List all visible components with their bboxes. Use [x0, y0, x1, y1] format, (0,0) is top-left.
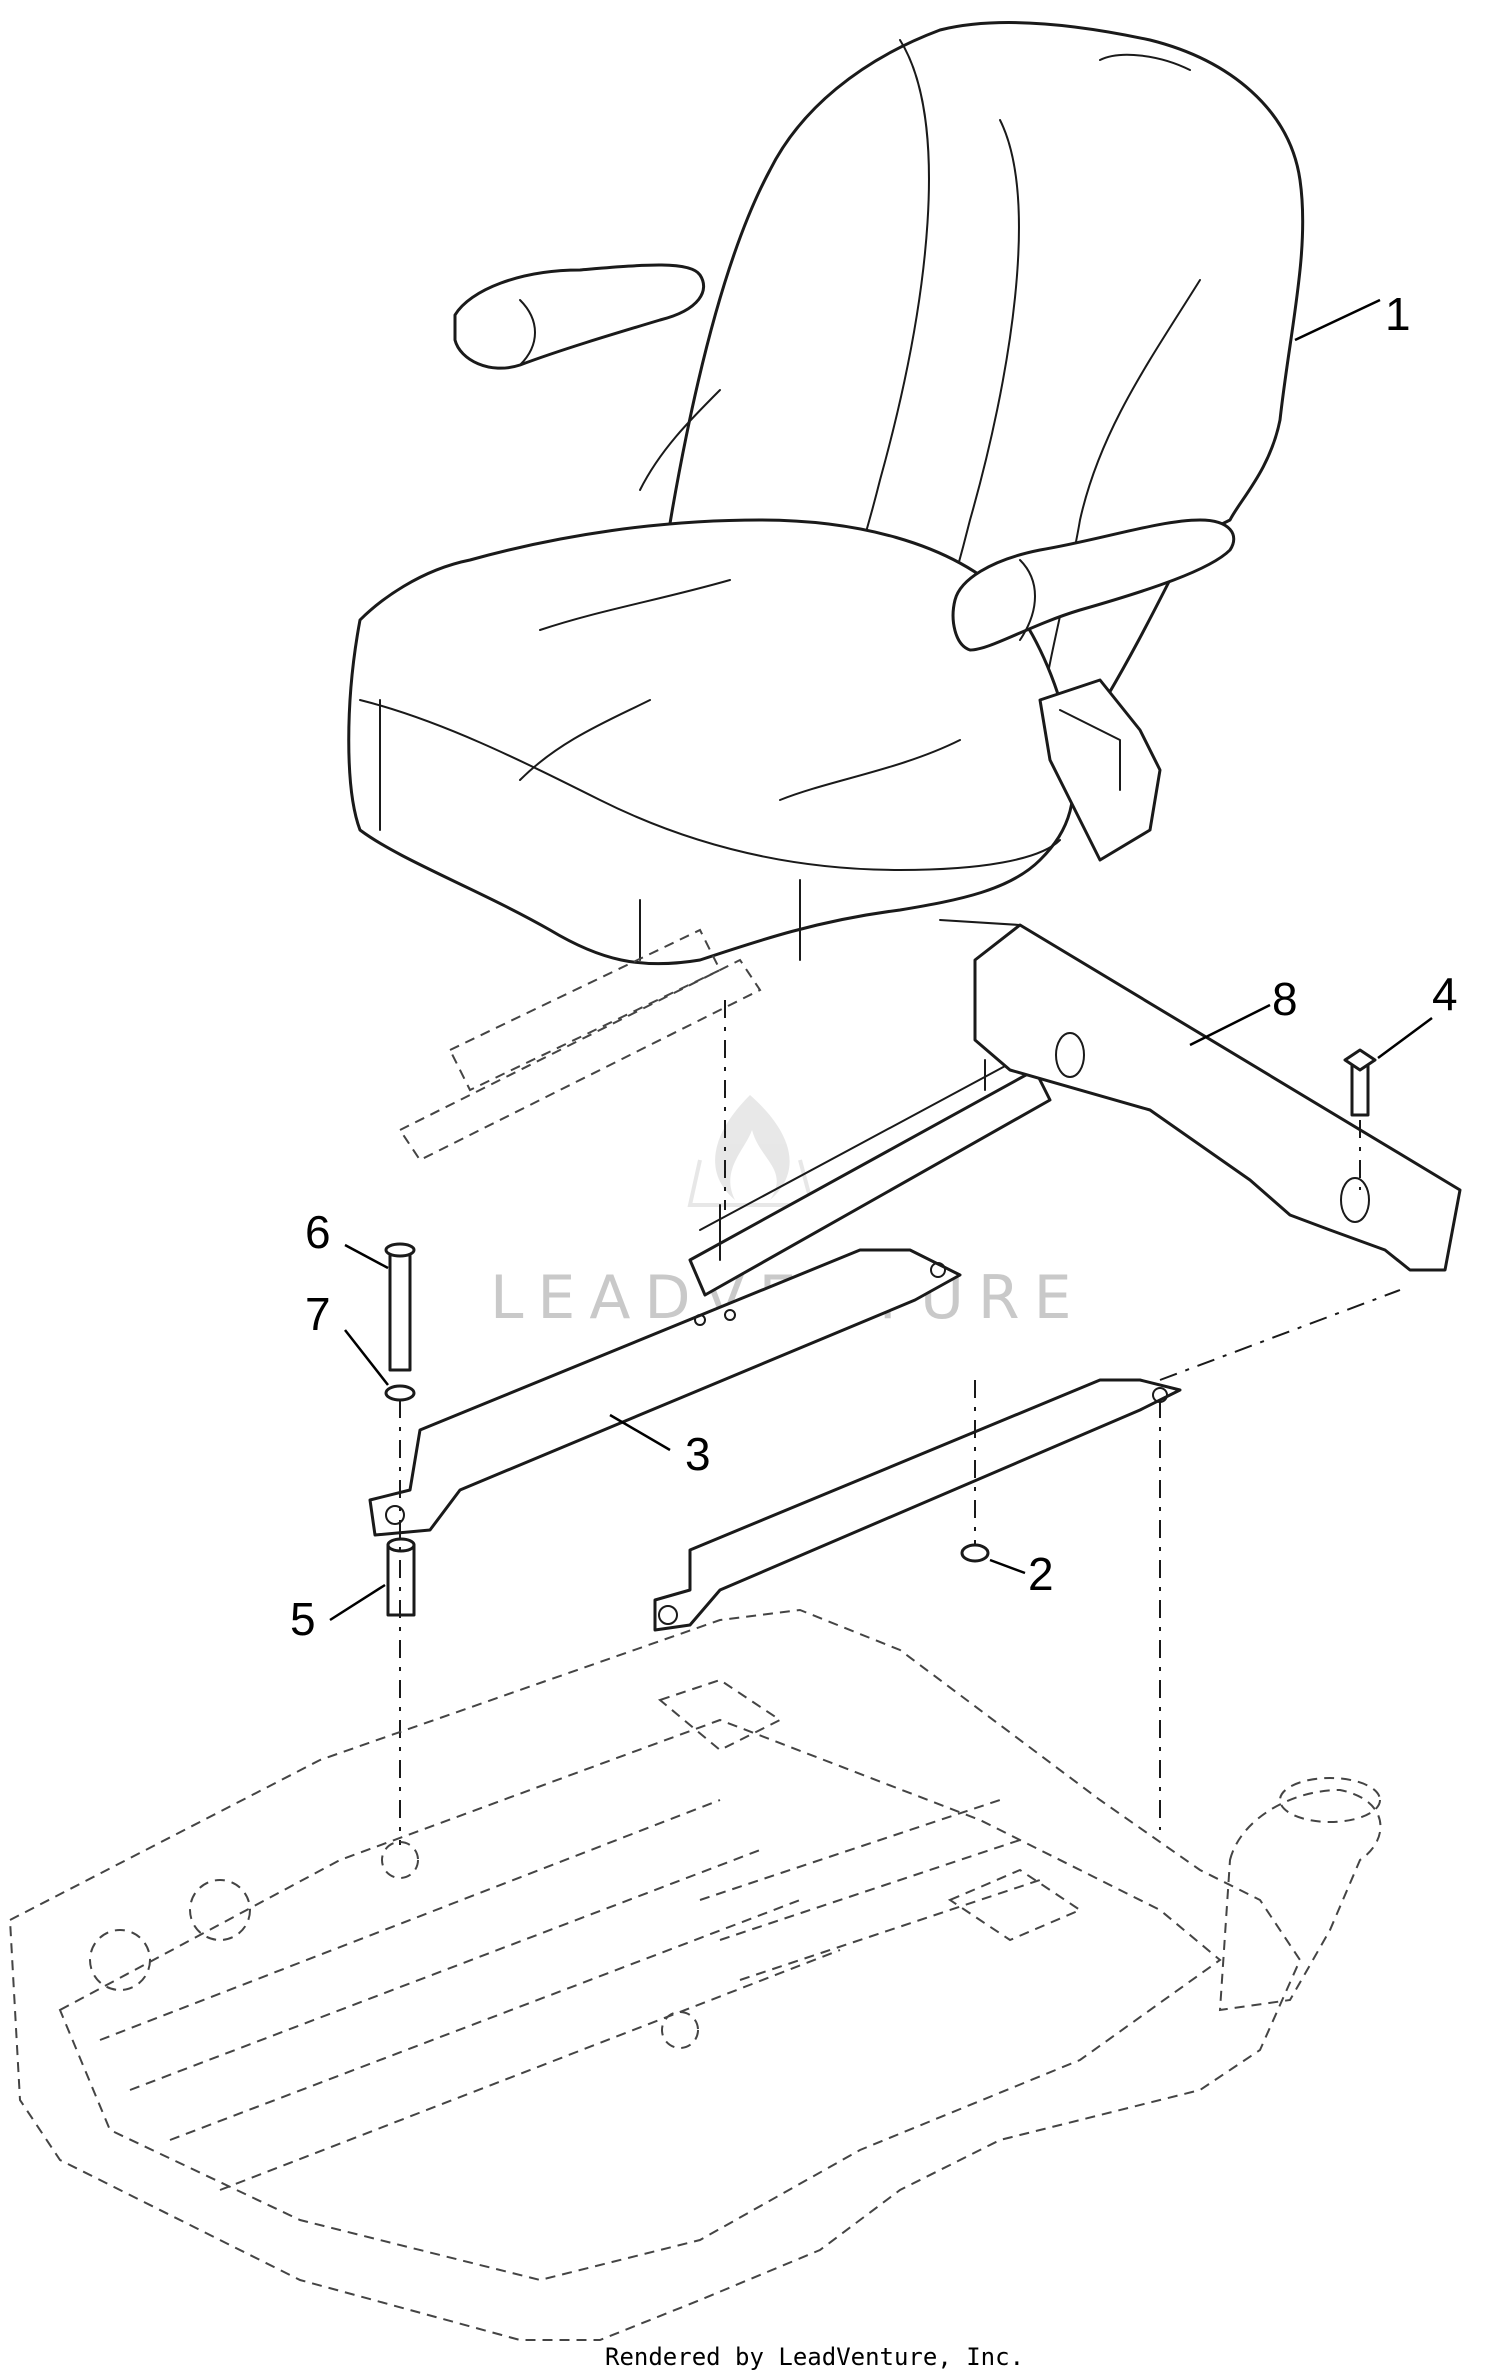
callout-7: 7	[305, 1288, 389, 1386]
callout-label-5: 5	[290, 1593, 316, 1645]
mounting-bracket-part-8	[939, 919, 1462, 1272]
callout-4: 4	[1377, 968, 1458, 1060]
nut-part-2	[960, 1543, 990, 1563]
callout-label-2: 2	[1028, 1548, 1054, 1600]
callout-label-7: 7	[305, 1288, 331, 1340]
callout-5: 5	[290, 1583, 386, 1645]
callout-3: 3	[609, 1413, 711, 1480]
callout-6: 6	[305, 1206, 389, 1270]
seat-rail-right	[653, 1378, 1182, 1632]
bolt-part-6	[384, 1242, 416, 1372]
seat-slide-left-hidden	[398, 928, 762, 1162]
watermark-logo	[687, 1095, 815, 1207]
callout-label-8: 8	[1272, 973, 1298, 1025]
callout-2: 2	[989, 1548, 1054, 1600]
seat-rail-part-3	[368, 1248, 962, 1537]
washer-part-7	[384, 1384, 416, 1402]
callout-1: 1	[1294, 288, 1411, 342]
bolt-part-4	[1343, 1048, 1377, 1117]
footer-credit: Rendered by LeadVenture, Inc.	[605, 2343, 1024, 2371]
seat-part-1	[347, 21, 1305, 966]
callout-label-4: 4	[1432, 968, 1458, 1020]
frame-footrest-hidden	[8, 1608, 1382, 2341]
callout-label-3: 3	[685, 1428, 711, 1480]
center-lines	[399, 1000, 1401, 1845]
callout-label-1: 1	[1385, 288, 1411, 340]
callout-label-6: 6	[305, 1206, 331, 1258]
callout-8: 8	[1189, 973, 1298, 1047]
seat-slide-right	[688, 1049, 1052, 1297]
